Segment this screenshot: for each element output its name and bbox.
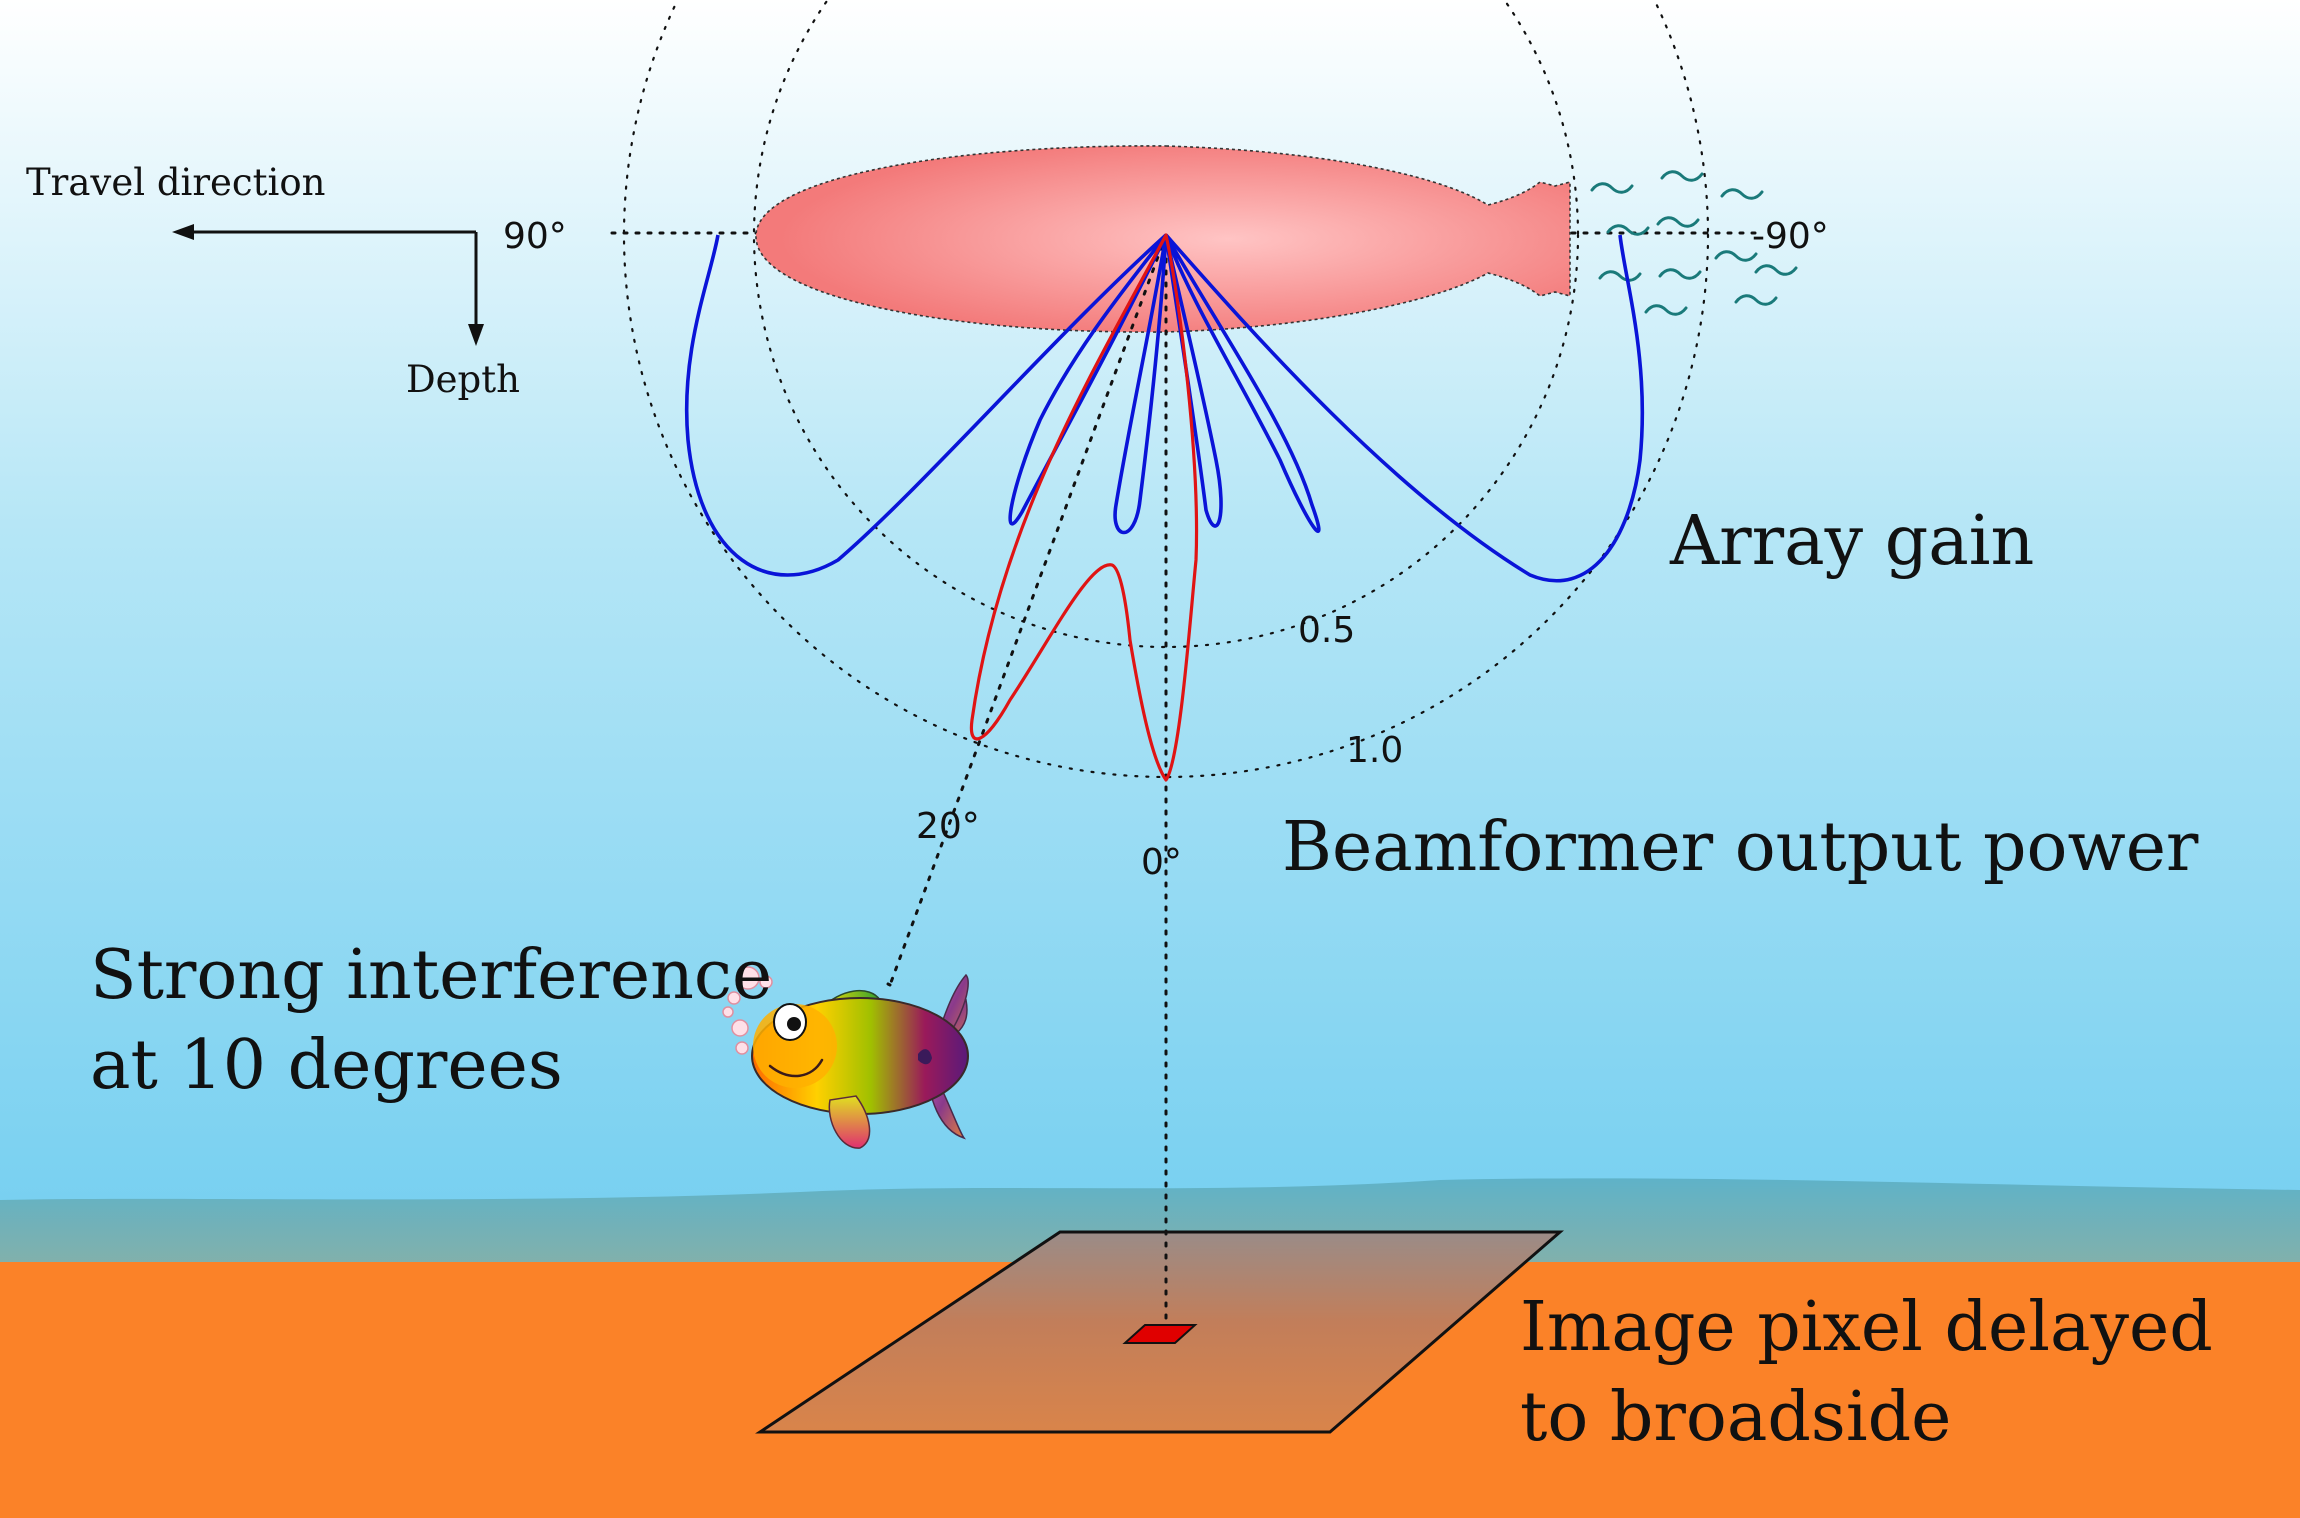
image-pixel — [1122, 1324, 1198, 1344]
fish-line — [886, 982, 892, 987]
pixel-label-line1: Image pixel delayed — [1520, 1288, 2213, 1367]
radius-label-outer: 1.0 — [1346, 730, 1403, 771]
beamformer-output-pattern — [969, 233, 1199, 782]
angle-label-left: 90° — [503, 216, 567, 257]
depth-label: Depth — [406, 358, 520, 401]
polar-circle-outer — [623, 0, 1709, 778]
travel-arrow-head — [172, 224, 194, 240]
angle-label-right: -90° — [1752, 216, 1829, 257]
array-gain-label: Array gain — [1669, 502, 2034, 581]
beamformer-output-label: Beamformer output power — [1282, 808, 2199, 887]
bubbles-icon — [722, 966, 773, 1055]
ray-20-degrees — [888, 233, 1168, 987]
wake-icon — [1590, 170, 1798, 316]
angle-label-20: 20° — [916, 806, 980, 847]
angle-label-0: 0° — [1141, 842, 1182, 883]
radius-label-inner: 0.5 — [1298, 610, 1355, 651]
polar-circle-inner — [753, 0, 1579, 648]
orientation-axes — [186, 230, 478, 332]
depth-arrow-head — [468, 324, 484, 346]
interference-label-line2: at 10 degrees — [90, 1026, 563, 1105]
fish-icon — [751, 973, 969, 1149]
pixel-label-line2: to broadside — [1520, 1378, 1951, 1457]
travel-direction-label: Travel direction — [26, 161, 325, 204]
interference-label-line1: Strong interference — [90, 936, 772, 1015]
